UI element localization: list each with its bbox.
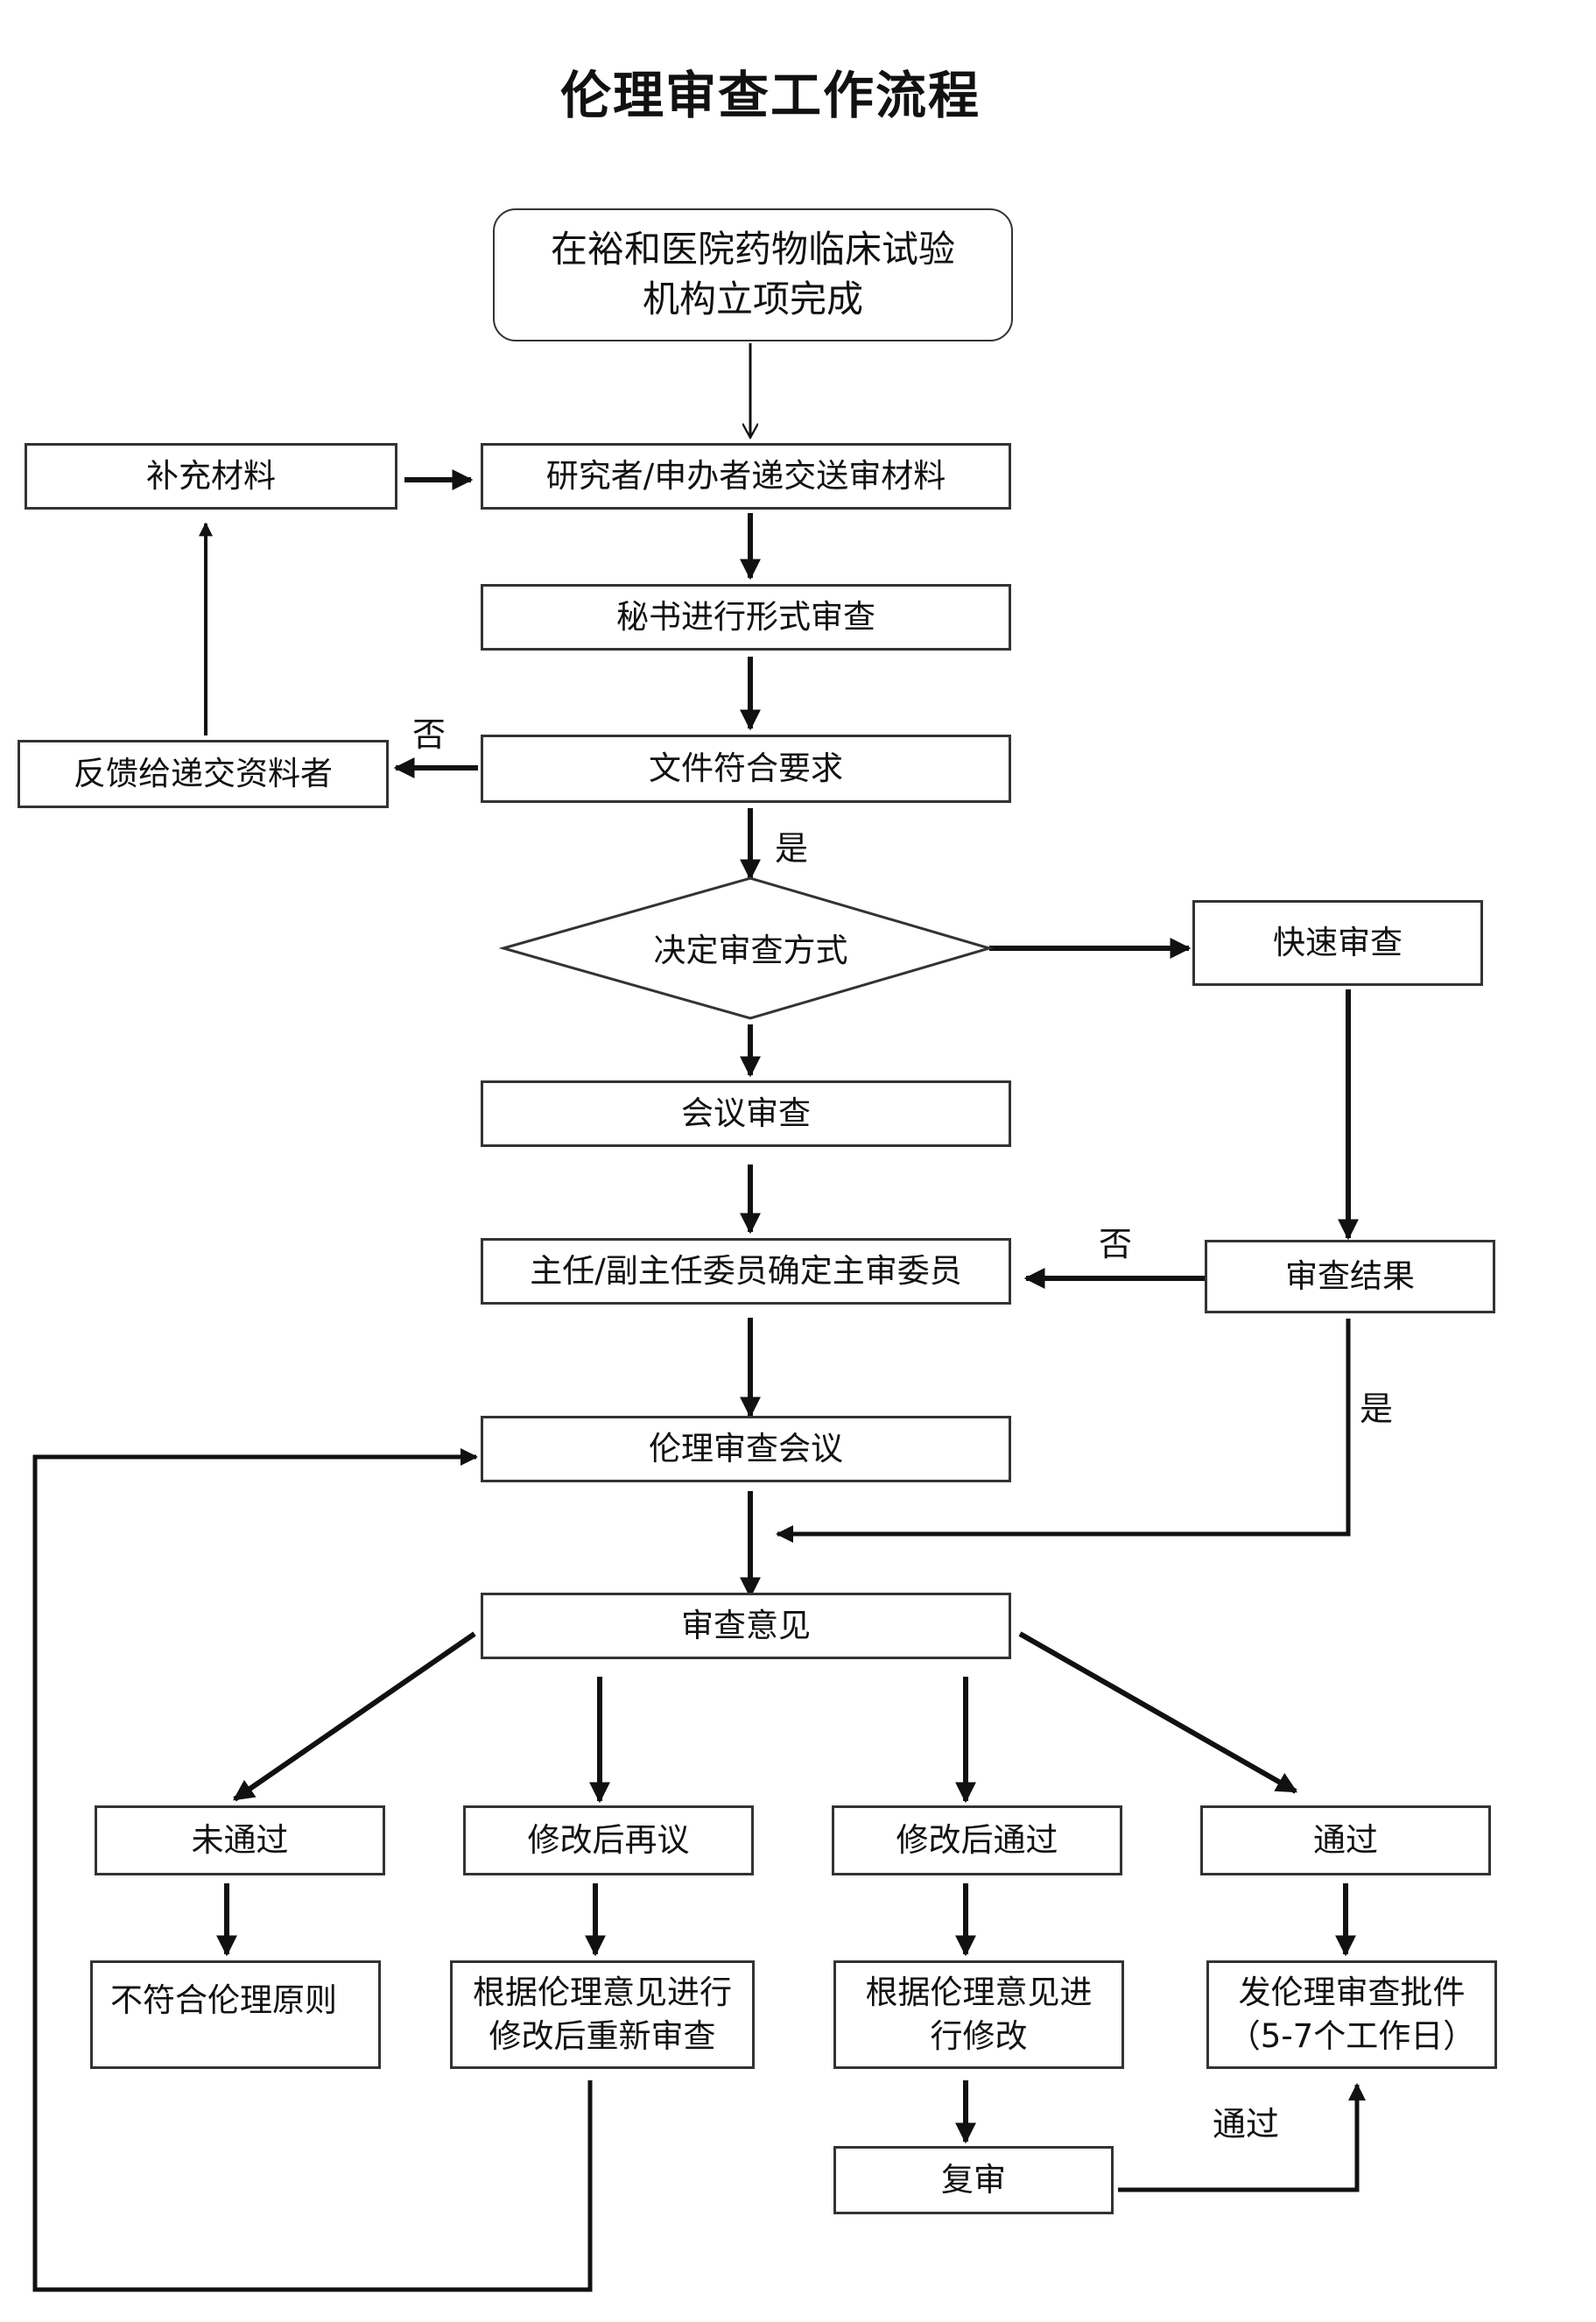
- meeting-review-node: 会议审查: [481, 1080, 1011, 1147]
- not-comply-node: 不符合伦理原则: [90, 1960, 381, 2069]
- label-no-doc-check: 否: [412, 715, 446, 754]
- pass-node: 通过: [1200, 1805, 1491, 1875]
- ethics-meeting-node: 伦理审查会议: [481, 1416, 1011, 1482]
- feedback-node: 反馈给递交资料者: [18, 740, 389, 808]
- label-yes-doc-check: 是: [775, 829, 809, 868]
- decision-diamond: [498, 876, 995, 1020]
- page-title: 伦理审查工作流程: [559, 66, 981, 125]
- assign-reviewer-node: 主任/副主任委员确定主审委员: [481, 1238, 1011, 1305]
- revise-recheck-line2: 修改后重新审查: [489, 2017, 716, 2055]
- label-yes-result: 是: [1360, 1390, 1394, 1428]
- start-text-line1: 在裕和医院药物临床试验: [550, 228, 955, 271]
- issue-line1: 发伦理审查批件: [1238, 1974, 1466, 2012]
- start-text-line2: 机构立项完成: [642, 278, 863, 320]
- arrow-opinion-to-notpass: [233, 1631, 476, 1802]
- arrow-loop-back-to-ethics: [32, 1448, 593, 2292]
- supplement-node: 补充材料: [25, 443, 397, 510]
- arrow-rereview-to-issue: [1118, 2083, 1366, 2192]
- decide-method-text: 决定审查方式: [653, 932, 848, 969]
- not-pass-node: 未通过: [95, 1805, 385, 1875]
- modify-rediscuss-node: 修改后再议: [463, 1805, 754, 1875]
- re-review-node: 复审: [833, 2146, 1114, 2214]
- review-result-node: 审查结果: [1205, 1240, 1495, 1313]
- arrow-opinion-to-pass: [1018, 1631, 1298, 1794]
- doc-check-node: 文件符合要求: [481, 735, 1011, 803]
- arrow-result-yes-merge: [776, 1319, 1351, 1543]
- formal-review-node: 秘书进行形式审查: [481, 584, 1011, 651]
- start-node: 在裕和医院药物临床试验机构立项完成: [493, 208, 1013, 341]
- revise-line2: 行修改: [930, 2017, 1028, 2055]
- issue-line2: （5-7个工作日）: [1227, 2017, 1476, 2055]
- opinion-node: 审查意见: [481, 1593, 1011, 1659]
- revise-node: 根据伦理意见进行修改: [833, 1960, 1124, 2069]
- fast-review-node: 快速审查: [1192, 900, 1483, 986]
- revise-line1: 根据伦理意见进: [865, 1974, 1093, 2012]
- issue-approval-node: 发伦理审查批件 （5-7个工作日）: [1206, 1960, 1497, 2069]
- revise-recheck-line1: 根据伦理意见进行: [473, 1974, 732, 2012]
- label-no-result: 否: [1099, 1225, 1133, 1263]
- label-pass-rereview: 通过: [1213, 2105, 1280, 2143]
- revise-recheck-node: 根据伦理意见进行修改后重新审查: [450, 1960, 755, 2069]
- submit-node: 研究者/申办者递交送审材料: [481, 443, 1011, 510]
- modify-pass-node: 修改后通过: [832, 1805, 1122, 1875]
